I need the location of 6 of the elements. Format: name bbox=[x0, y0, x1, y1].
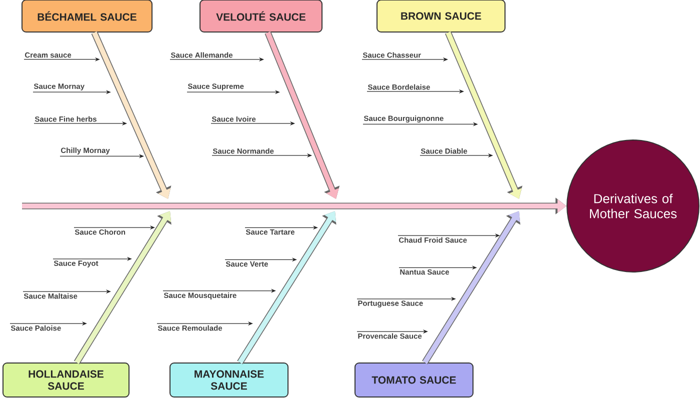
sauce-box: MAYONNAISE SAUCE bbox=[170, 362, 288, 398]
sauce-box: BROWN SAUCE bbox=[376, 0, 506, 32]
sauce-box: HOLLANDAISE SAUCE bbox=[2, 362, 130, 398]
sauce-box: TOMATO SAUCE bbox=[354, 362, 474, 398]
sauce-box: VELOUTÉ SAUCE bbox=[200, 0, 322, 32]
sauce-box: BÉCHAMEL SAUCE bbox=[22, 0, 152, 32]
